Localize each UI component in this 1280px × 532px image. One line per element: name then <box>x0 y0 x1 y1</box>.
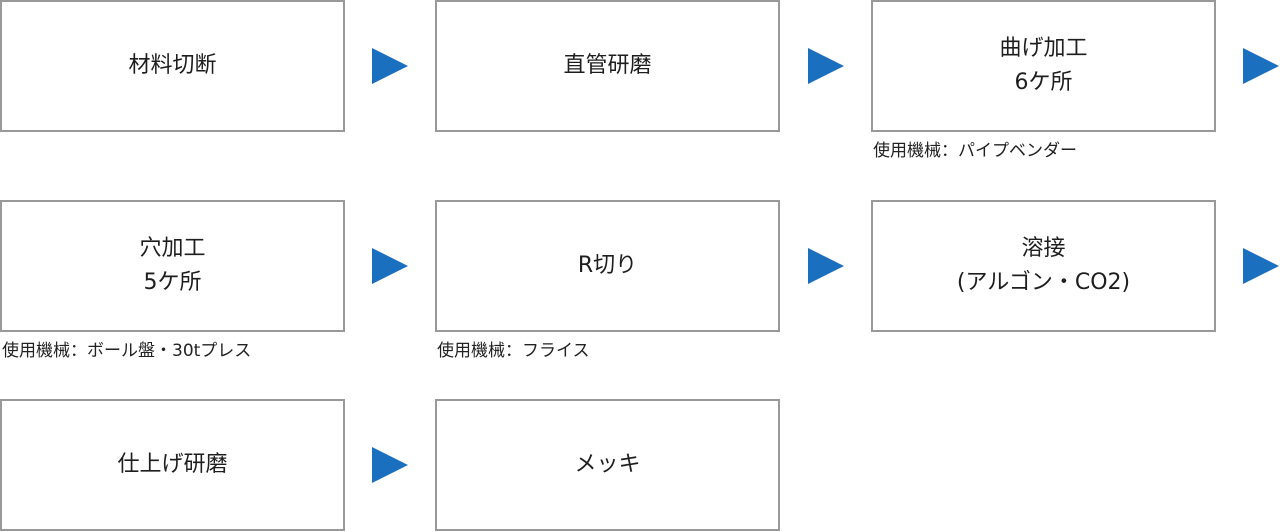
step-material-cutting: 材料切断 <box>0 0 345 132</box>
step-label: メッキ <box>574 452 641 477</box>
arrow-right-icon <box>808 248 844 284</box>
step-label: R切り <box>577 253 638 278</box>
step-straight-pipe-polishing: 直管研磨 <box>435 0 780 132</box>
step-label: 材料切断 <box>128 53 217 78</box>
arrow-right-icon <box>1243 48 1279 84</box>
step-machine-note: 使用機械：ボール盤・30tプレス <box>2 341 252 361</box>
step-label: 直管研磨 <box>563 53 652 78</box>
arrow-right-icon <box>808 48 844 84</box>
arrow-right-icon <box>1243 248 1279 284</box>
arrow-right-icon <box>372 447 408 483</box>
step-bending: 曲げ加工 6ケ所 <box>871 0 1216 132</box>
step-label: 仕上げ研磨 <box>117 452 228 477</box>
arrow-right-icon <box>372 48 408 84</box>
step-r-cutting: R切り <box>435 200 780 332</box>
step-welding: 溶接 (アルゴン・CO2) <box>871 200 1216 332</box>
step-machine-note: 使用機械：パイプベンダー <box>873 141 1077 161</box>
step-finish-polishing: 仕上げ研磨 <box>0 399 345 531</box>
step-label: 穴加工 5ケ所 <box>139 236 206 295</box>
step-hole-drilling: 穴加工 5ケ所 <box>0 200 345 332</box>
step-label: 溶接 (アルゴン・CO2) <box>956 236 1131 295</box>
step-plating: メッキ <box>435 399 780 531</box>
step-machine-note: 使用機械：フライス <box>437 341 590 361</box>
arrow-right-icon <box>372 248 408 284</box>
step-label: 曲げ加工 6ケ所 <box>999 36 1088 95</box>
